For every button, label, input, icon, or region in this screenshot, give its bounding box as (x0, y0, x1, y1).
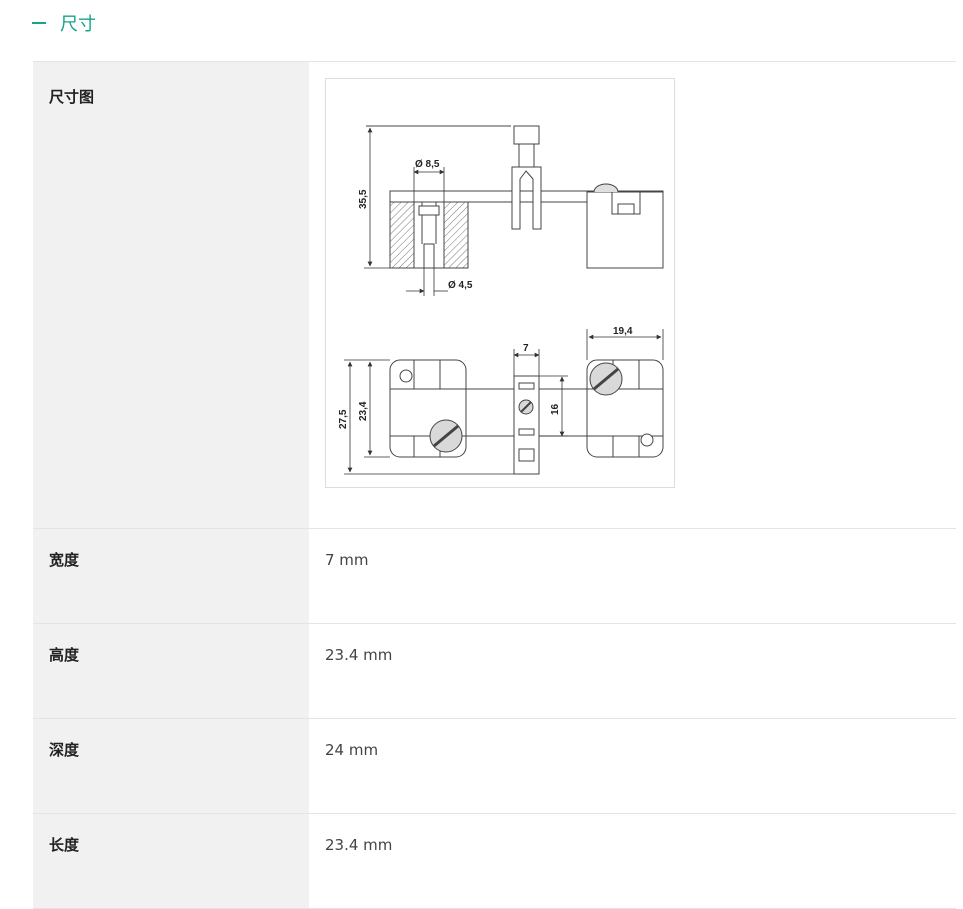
table-row: 长度 23.4 mm (33, 813, 956, 909)
label-height-center: 16 (550, 403, 561, 415)
label-width-center: 7 (523, 343, 529, 354)
row-label: 尺寸图 (33, 61, 309, 529)
row-value: 24 mm (309, 718, 956, 814)
row-value: 7 mm (309, 528, 956, 624)
dimension-drawing-svg: Ø 8,5 Ø 4,5 35,5 (338, 125, 664, 475)
row-value: Ø 8,5 Ø 4,5 35,5 (309, 61, 956, 529)
row-value: 23.4 mm (309, 813, 956, 909)
collapse-minus-icon[interactable] (32, 22, 46, 24)
row-value: 23.4 mm (309, 623, 956, 719)
section-toggle[interactable]: 尺寸 (32, 10, 96, 36)
label-total-height: 35,5 (358, 189, 369, 209)
table-row: 宽度 7 mm (33, 528, 956, 624)
label-dia-large: Ø 8,5 (415, 159, 440, 170)
label-dia-small: Ø 4,5 (448, 280, 473, 291)
table-row: 尺寸图 (33, 61, 956, 529)
row-label: 高度 (33, 623, 309, 719)
row-label: 长度 (33, 813, 309, 909)
table-row: 深度 24 mm (33, 718, 956, 814)
label-height-inner: 23,4 (358, 401, 369, 421)
dimensions-table: 尺寸图 (33, 61, 956, 909)
row-label: 宽度 (33, 528, 309, 624)
section-title: 尺寸 (60, 14, 96, 35)
label-height-outer: 27,5 (338, 409, 349, 429)
label-width-top: 19,4 (613, 326, 633, 337)
table-row: 高度 23.4 mm (33, 623, 956, 719)
row-label: 深度 (33, 718, 309, 814)
dimension-drawing: Ø 8,5 Ø 4,5 35,5 (325, 78, 675, 488)
